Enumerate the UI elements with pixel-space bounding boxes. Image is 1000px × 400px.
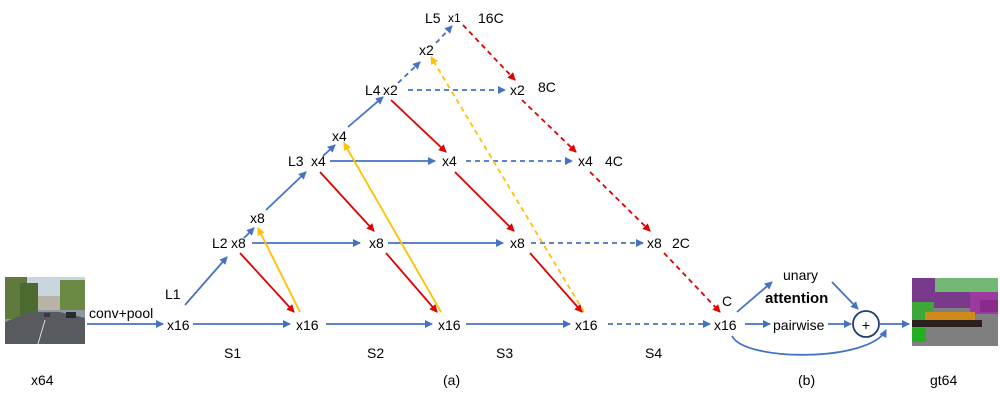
node-a-x2: x2 bbox=[383, 82, 398, 98]
plus-label: + bbox=[862, 317, 870, 333]
l4-to-x2-dashed-arrow bbox=[397, 61, 421, 84]
attention-label: attention bbox=[765, 290, 828, 307]
red-arrow-1 bbox=[239, 252, 295, 313]
orange-dashed-arrow bbox=[430, 56, 585, 313]
node-r-x4: x4 bbox=[578, 153, 593, 169]
red-arrow-4 bbox=[390, 99, 447, 153]
channels-4c: 4C bbox=[605, 153, 623, 169]
red-dashed-arrow-3 bbox=[589, 171, 651, 232]
level-l3: L3 bbox=[288, 153, 304, 169]
level-l5: L5 bbox=[425, 10, 441, 26]
x2-to-l5-dashed-arrow bbox=[435, 25, 453, 44]
node-r-x16: x16 bbox=[714, 317, 737, 333]
red-dashed-arrow-4 bbox=[663, 252, 721, 313]
channels-2c: 2C bbox=[672, 235, 690, 251]
node-b-x8: x8 bbox=[250, 210, 265, 226]
input-caption: x64 bbox=[31, 372, 54, 388]
unary-label: unary bbox=[783, 267, 818, 283]
node-d-x16: x16 bbox=[575, 317, 598, 333]
node-b-x16: x16 bbox=[296, 317, 319, 333]
node-a-x8: x8 bbox=[231, 235, 246, 251]
node-a-x4: x4 bbox=[311, 153, 326, 169]
unary-to-sum-arrow bbox=[831, 281, 859, 310]
channels-c: C bbox=[722, 293, 732, 309]
conv-pool-label: conv+pool bbox=[89, 305, 153, 321]
l2-to-l3-arrow bbox=[265, 171, 307, 211]
caption-a: (a) bbox=[443, 372, 460, 388]
output-caption: gt64 bbox=[930, 372, 957, 388]
node-r-x2: x2 bbox=[510, 82, 525, 98]
skip-connection-arrow bbox=[731, 329, 887, 356]
to-unary-arrow bbox=[736, 281, 773, 313]
channels-16c: 16C bbox=[478, 10, 504, 26]
node-a-x1: x1 bbox=[448, 11, 461, 25]
red-arrow-3 bbox=[385, 252, 438, 313]
l3-to-l4-arrow bbox=[347, 96, 384, 128]
orange-arrow-1 bbox=[257, 227, 301, 313]
level-l4: L4 bbox=[365, 82, 381, 98]
node-a-x16: x16 bbox=[167, 317, 190, 333]
pairwise-label: pairwise bbox=[773, 317, 825, 333]
stage-s1: S1 bbox=[224, 345, 241, 361]
l3-step-arrow bbox=[322, 144, 336, 157]
red-dashed-arrow-2 bbox=[521, 99, 577, 153]
node-b-x4: x4 bbox=[332, 128, 347, 144]
sum-node-circle bbox=[852, 310, 880, 338]
level-l2: L2 bbox=[212, 235, 228, 251]
red-arrow-2 bbox=[319, 171, 375, 232]
caption-b: (b) bbox=[798, 372, 815, 388]
node-c-x16: x16 bbox=[438, 317, 461, 333]
input-street-image bbox=[5, 277, 85, 345]
red-arrow-6 bbox=[529, 252, 583, 313]
node-b-x2: x2 bbox=[419, 42, 434, 58]
stage-s2: S2 bbox=[367, 345, 384, 361]
stage-s3: S3 bbox=[496, 345, 513, 361]
output-segmentation-image bbox=[912, 278, 998, 346]
channels-8c: 8C bbox=[538, 79, 556, 95]
l1-to-l2-arrow bbox=[184, 256, 228, 306]
orange-arrow-2 bbox=[343, 142, 442, 313]
node-d-x8: x8 bbox=[510, 235, 525, 251]
l2-step-arrow bbox=[243, 227, 255, 239]
node-c-x8: x8 bbox=[369, 235, 384, 251]
red-dashed-arrow-1 bbox=[462, 24, 516, 81]
node-r-x8: x8 bbox=[647, 235, 662, 251]
stage-s4: S4 bbox=[645, 345, 662, 361]
red-arrow-5 bbox=[454, 171, 515, 232]
node-c-x4: x4 bbox=[442, 153, 457, 169]
level-l1: L1 bbox=[165, 286, 181, 302]
